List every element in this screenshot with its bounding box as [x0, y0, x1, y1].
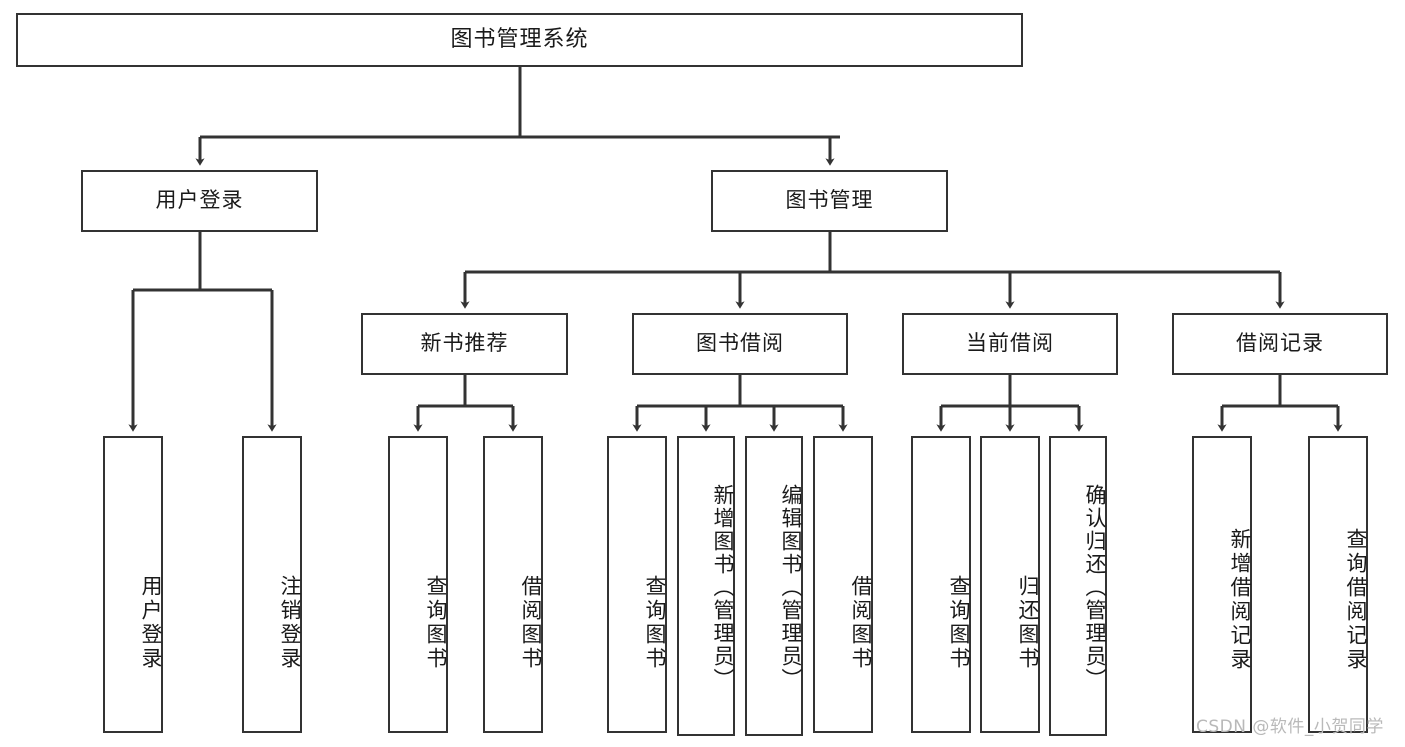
node-borrow-record[interactable]: 借阅记录	[1172, 313, 1388, 375]
leaf-current-borrow-confirm-return[interactable]: 确认归还（管理员）	[1049, 436, 1107, 736]
node-book-borrow[interactable]: 图书借阅	[632, 313, 848, 375]
node-current-borrow[interactable]: 当前借阅	[902, 313, 1118, 375]
leaf-user-login-logout[interactable]: 注销登录	[242, 436, 302, 733]
node-new-book-recommend[interactable]: 新书推荐	[361, 313, 568, 375]
leaf-book-borrow-query[interactable]: 查询图书	[607, 436, 667, 733]
node-user-login[interactable]: 用户登录	[81, 170, 318, 232]
watermark-text: CSDN @软件_小贺同学	[1196, 717, 1384, 737]
node-book-management[interactable]: 图书管理	[711, 170, 948, 232]
leaf-new-book-borrow[interactable]: 借阅图书	[483, 436, 543, 733]
leaf-borrow-record-query[interactable]: 查询借阅记录	[1308, 436, 1368, 733]
leaf-book-borrow-edit[interactable]: 编辑图书（管理员）	[745, 436, 803, 736]
leaf-current-borrow-query[interactable]: 查询图书	[911, 436, 971, 733]
leaf-borrow-record-add[interactable]: 新增借阅记录	[1192, 436, 1252, 733]
leaf-new-book-query[interactable]: 查询图书	[388, 436, 448, 733]
leaf-user-login-login[interactable]: 用户登录	[103, 436, 163, 733]
node-root[interactable]: 图书管理系统	[16, 13, 1023, 67]
leaf-book-borrow-borrow[interactable]: 借阅图书	[813, 436, 873, 733]
leaf-book-borrow-add[interactable]: 新增图书（管理员）	[677, 436, 735, 736]
leaf-current-borrow-return[interactable]: 归还图书	[980, 436, 1040, 733]
